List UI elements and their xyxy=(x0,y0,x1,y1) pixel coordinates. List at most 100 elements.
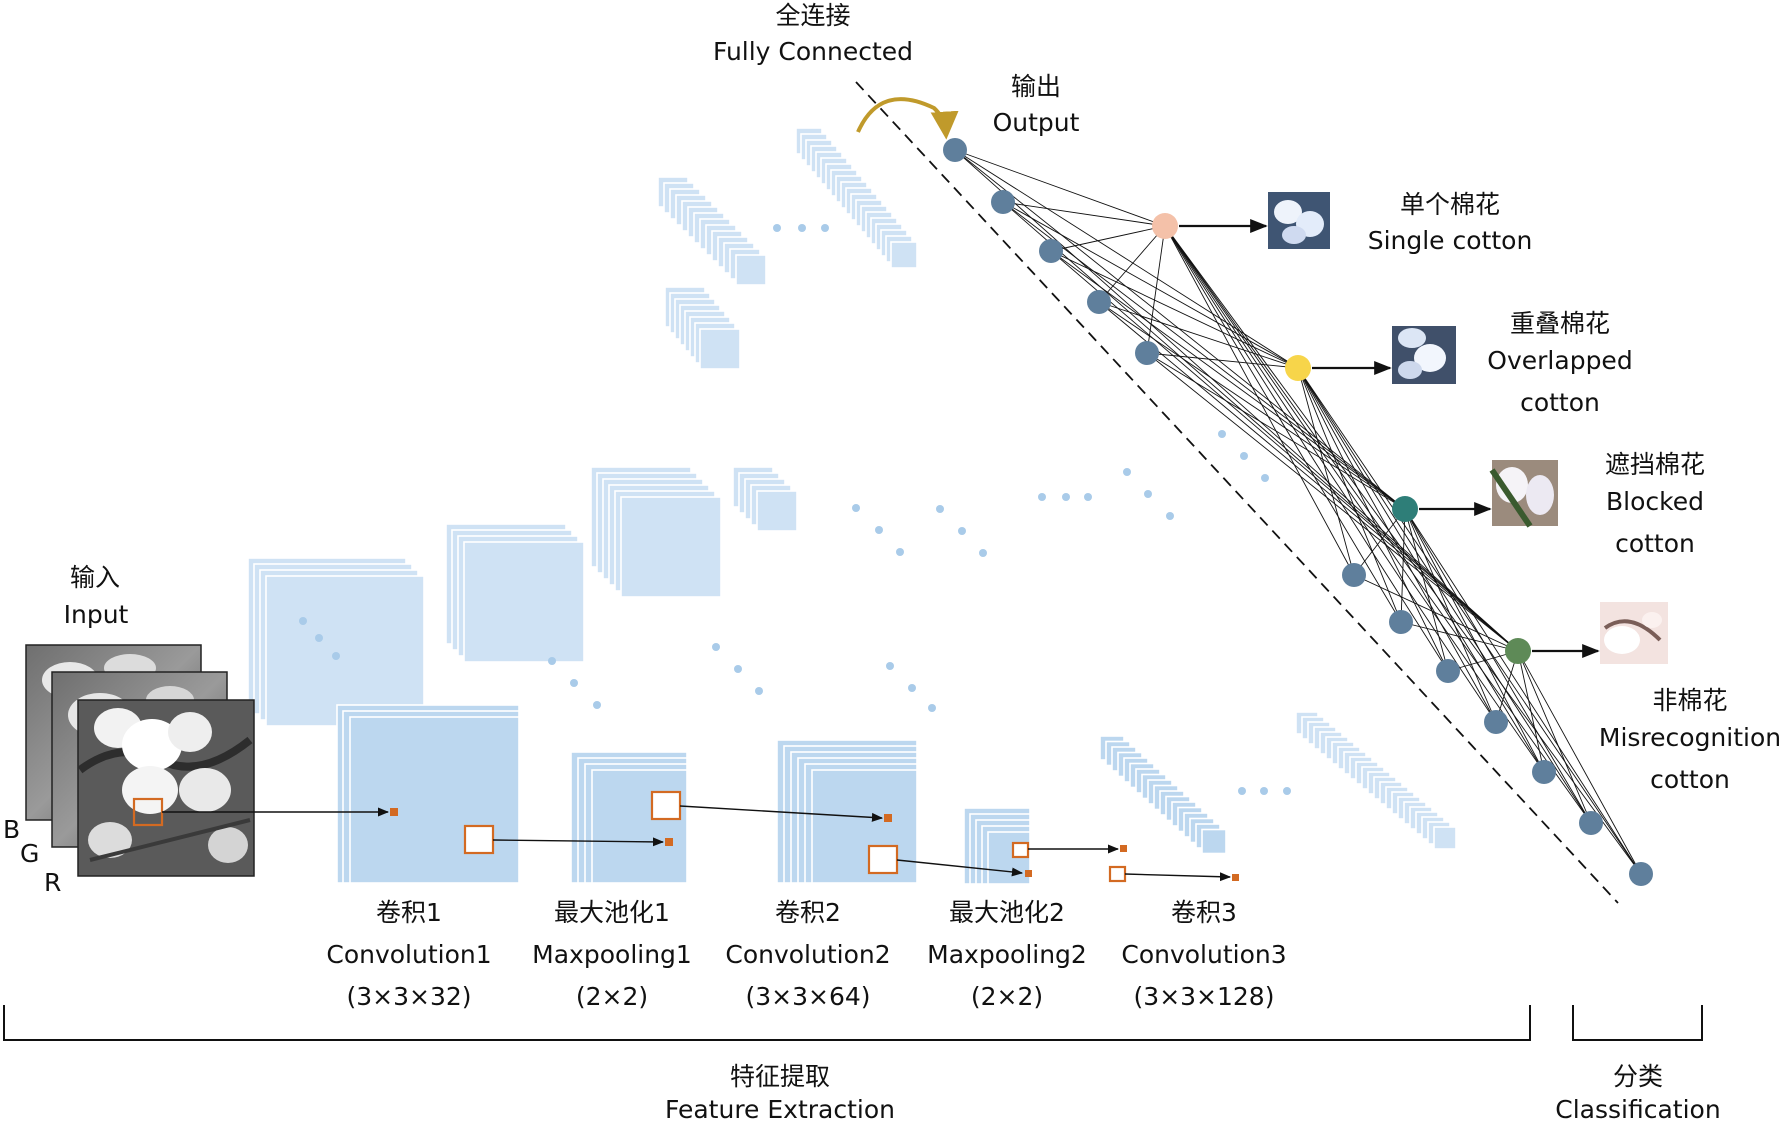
fc-curved-arrow xyxy=(856,97,959,140)
output-neuron-10 xyxy=(1579,811,1603,835)
ellipsis-dot-28 xyxy=(798,224,806,232)
ellipsis-dot-24 xyxy=(1218,430,1226,438)
output-neuron-7 xyxy=(1436,659,1460,683)
fc-label-en: Fully Connected xyxy=(713,37,913,66)
connection-1-0 xyxy=(954,149,1299,369)
connection-0-7 xyxy=(1164,225,1449,672)
conv2-output-point xyxy=(884,814,892,822)
class-overlapped-en-1: Overlapped xyxy=(1487,346,1632,375)
conv3-deep-stack xyxy=(1295,711,1457,850)
bg-stack-c-5 xyxy=(620,496,722,598)
output-neuron-0 xyxy=(943,138,967,162)
ellipsis-dot-13 xyxy=(958,527,966,535)
conv3-feature-maps xyxy=(1099,735,1227,855)
connection-3-11 xyxy=(1517,650,1642,875)
ellipsis-dot-32 xyxy=(1283,787,1291,795)
connection-0-1 xyxy=(1002,201,1166,227)
layer-conv2-spec: (3×3×64) xyxy=(745,982,870,1011)
ellipsis-dot-20 xyxy=(1084,493,1092,501)
class-blocked-en-2: cotton xyxy=(1615,529,1695,558)
layer-pool1-en: Maxpooling1 xyxy=(532,940,692,969)
layer-labels: 卷积1 Convolution1 (3×3×32) 最大池化1 Maxpooli… xyxy=(326,898,1286,1011)
connection-2-10 xyxy=(1404,508,1592,824)
ellipsis-dot-2 xyxy=(332,652,340,660)
connection-0-10 xyxy=(1164,225,1592,824)
input-label-cn: 输入 xyxy=(70,563,120,592)
connection-0-0 xyxy=(954,149,1166,227)
network-connections xyxy=(954,149,1642,875)
conv3-output-point-b xyxy=(1232,874,1239,881)
connection-2-2 xyxy=(1050,250,1406,510)
connection-1-11 xyxy=(1297,367,1642,875)
ellipsis-dot-31 xyxy=(1260,787,1268,795)
layer-conv1-spec: (3×3×32) xyxy=(346,982,471,1011)
ellipsis-dot-27 xyxy=(773,224,781,232)
layer-pool2-cn: 最大池化2 xyxy=(949,898,1065,927)
output-neuron-2 xyxy=(1039,239,1063,263)
connection-3-4 xyxy=(1146,352,1519,652)
ellipsis-dot-15 xyxy=(886,662,894,670)
class-misrecognition-en-2: cotton xyxy=(1650,765,1730,794)
pool2-output-point xyxy=(1025,870,1032,877)
ellipsis-dot-17 xyxy=(928,704,936,712)
output-label-cn: 输出 xyxy=(1011,72,1061,101)
ellipsis-dots xyxy=(299,224,1291,795)
layer-pool2-en: Maxpooling2 xyxy=(927,940,1087,969)
ellipsis-dot-1 xyxy=(315,634,323,642)
class-thumbnail-blocked xyxy=(1489,460,1558,528)
output-neuron-6 xyxy=(1389,610,1413,634)
ellipsis-dot-16 xyxy=(908,684,916,692)
channel-label-g: G xyxy=(20,839,39,868)
input-label-en: Input xyxy=(64,600,129,629)
ellipsis-dot-14 xyxy=(979,549,987,557)
ellipsis-dot-29 xyxy=(821,224,829,232)
ellipsis-dot-9 xyxy=(852,504,860,512)
conv2-feature-maps xyxy=(776,739,918,884)
connection-1-1 xyxy=(1002,201,1299,369)
connection-2-7 xyxy=(1404,508,1449,672)
conv1-feature-maps xyxy=(336,704,520,884)
input-photo-front xyxy=(77,699,255,877)
output-neuron-8 xyxy=(1484,710,1508,734)
classification-brace xyxy=(1572,1005,1703,1041)
connection-3-2 xyxy=(1050,250,1519,652)
feature-extraction-cn: 特征提取 xyxy=(730,1062,830,1091)
ellipsis-dot-18 xyxy=(1038,493,1046,501)
layer-conv3-cn: 卷积3 xyxy=(1171,898,1237,927)
fc-label-cn: 全连接 xyxy=(775,1,850,30)
connection-2-3 xyxy=(1098,301,1406,510)
connection-1-5 xyxy=(1297,367,1355,576)
layer-conv1-en: Convolution1 xyxy=(326,940,491,969)
connection-0-5 xyxy=(1164,225,1355,576)
layer-pool1-cn: 最大池化1 xyxy=(554,898,670,927)
connection-3-5 xyxy=(1353,574,1519,652)
ellipsis-dot-11 xyxy=(896,548,904,556)
connection-3-9 xyxy=(1517,650,1545,773)
conv1-output-point xyxy=(390,808,398,816)
feature-extraction-en: Feature Extraction xyxy=(665,1095,895,1123)
connection-3-3 xyxy=(1098,301,1519,652)
connection-3-1 xyxy=(1002,201,1519,652)
ellipsis-dot-26 xyxy=(1261,474,1269,482)
layer-conv3-en: Convolution3 xyxy=(1121,940,1286,969)
layer-conv3-spec: (3×3×128) xyxy=(1134,982,1275,1011)
conv3-output-point-a xyxy=(1120,845,1127,852)
conv3-map-17 xyxy=(1201,828,1227,855)
layer-pool1-spec: (2×2) xyxy=(576,982,648,1011)
conv3-deep-map-23 xyxy=(1433,826,1457,850)
connection-1-6 xyxy=(1297,367,1402,623)
bg-stack-e-7 xyxy=(699,328,741,370)
output-neuron-4 xyxy=(1135,341,1159,365)
kernel-flow-arrows xyxy=(162,805,1232,882)
ellipsis-dot-25 xyxy=(1240,452,1248,460)
class-node-single xyxy=(1152,213,1178,239)
ellipsis-dot-3 xyxy=(548,657,556,665)
class-single-en: Single cotton xyxy=(1368,226,1533,255)
class-misrecognition-cn: 非棉花 xyxy=(1652,686,1727,715)
channel-label-r: R xyxy=(44,868,61,897)
connection-2-0 xyxy=(954,149,1406,510)
class-overlapped-en-2: cotton xyxy=(1520,388,1600,417)
class-node-overlapped xyxy=(1285,355,1311,381)
class-thumbnail-single xyxy=(1268,192,1330,249)
